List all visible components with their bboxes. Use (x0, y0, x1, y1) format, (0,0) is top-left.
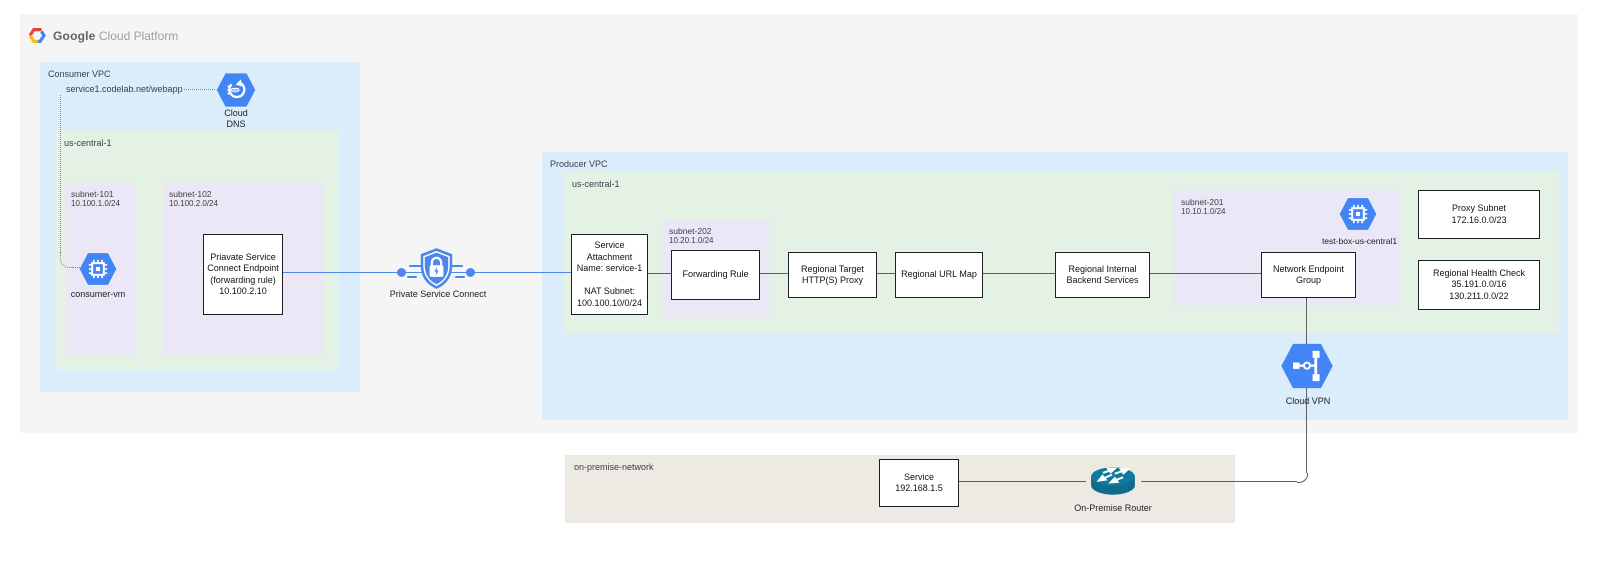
connector-sa-fr (647, 273, 671, 274)
psc-right-dash-top (450, 265, 463, 268)
psc-right-dash-bottom (455, 276, 465, 279)
service-attachment-node: Service Attachment Name: service-1 NAT S… (571, 234, 648, 315)
onprem-router-label: On-Premise Router (1074, 503, 1152, 513)
consumer-region-label: us-central-1 (64, 138, 112, 148)
target-proxy-node: Regional Target HTTP(S) Proxy (788, 252, 877, 298)
cloud-vpn-label: Cloud VPN (1285, 396, 1331, 406)
cloud-dns-icon: DNS (215, 71, 257, 109)
forwarding-rule-node: Forwarding Rule (671, 250, 760, 300)
connector-fr-proxy (759, 273, 788, 274)
vm-dotted-connector-horizontal (72, 267, 80, 268)
dns-record-text: service1.codelab.net/webapp (66, 84, 183, 94)
test-box-vm-label: test-box-us-central1 (1321, 236, 1398, 246)
subnet-102-label: subnet-102 10.100.2.0/24 (169, 189, 218, 208)
connector-service-router (958, 481, 1086, 482)
consumer-vm-label: consumer-vm (70, 289, 126, 299)
connector-urlmap-backend (982, 273, 1055, 274)
consumer-vpc-label: Consumer VPC (48, 69, 111, 79)
psc-left-dot (397, 268, 406, 277)
google-cloud-logo-icon (28, 27, 46, 44)
test-box-vm-icon (1338, 196, 1378, 232)
backend-services-node: Regional Internal Backend Services (1055, 252, 1150, 298)
psc-left-dash-bottom (407, 276, 417, 279)
connector-proxy-urlmap (876, 273, 895, 274)
subnet-201-label: subnet-201 10.10.1.0/24 (1181, 197, 1226, 216)
subnet-202-label: subnet-202 10.20.1.0/24 (669, 226, 714, 245)
psc-left-dash-top (409, 265, 422, 268)
dns-dotted-connector (184, 89, 215, 90)
subnet-202-cidr: 10.20.1.0/24 (669, 236, 714, 245)
gcp-logo-text: Google Cloud Platform (53, 28, 179, 43)
psc-right-dot (466, 268, 475, 277)
consumer-vm-icon (78, 251, 118, 287)
subnet-201-cidr: 10.10.1.0/24 (1181, 207, 1226, 216)
onprem-network-label: on-premise-network (574, 462, 654, 472)
health-check-node: Regional Health Check 35.191.0.0/16 130.… (1418, 260, 1540, 310)
vm-dotted-connector-vertical (60, 95, 61, 252)
private-service-connect-icon (418, 246, 455, 291)
proxy-subnet-node: Proxy Subnet 172.16.0.0/23 (1418, 190, 1540, 239)
svg-text:DNS: DNS (232, 88, 239, 92)
subnet-102-cidr: 10.100.2.0/24 (169, 199, 218, 208)
cloud-vpn-icon (1279, 340, 1335, 392)
producer-vpc-label: Producer VPC (550, 159, 608, 169)
gcp-logo: Google Cloud Platform (28, 27, 178, 44)
vm-dotted-connector-corner (60, 252, 73, 268)
subnet-101-label: subnet-101 10.100.1.0/24 (71, 189, 120, 208)
onprem-router-icon (1085, 460, 1141, 502)
subnet-101-cidr: 10.100.1.0/24 (71, 199, 120, 208)
cloud-dns-label: Cloud DNS (224, 108, 248, 129)
connector-vpn-corner (1297, 473, 1308, 483)
url-map-node: Regional URL Map (895, 252, 983, 298)
psc-endpoint-node: Priavate Service Connect Endpoint (forwa… (203, 234, 283, 315)
connector-backend-neg (1149, 273, 1261, 274)
connector-router-vpn (1141, 481, 1297, 482)
network-endpoint-group-node: Network Endpoint Group (1261, 252, 1356, 298)
private-service-connect-label: Private Service Connect (389, 289, 487, 299)
onprem-service-node: Service 192.168.1.5 (879, 459, 959, 507)
producer-region-label: us-central-1 (572, 179, 620, 189)
